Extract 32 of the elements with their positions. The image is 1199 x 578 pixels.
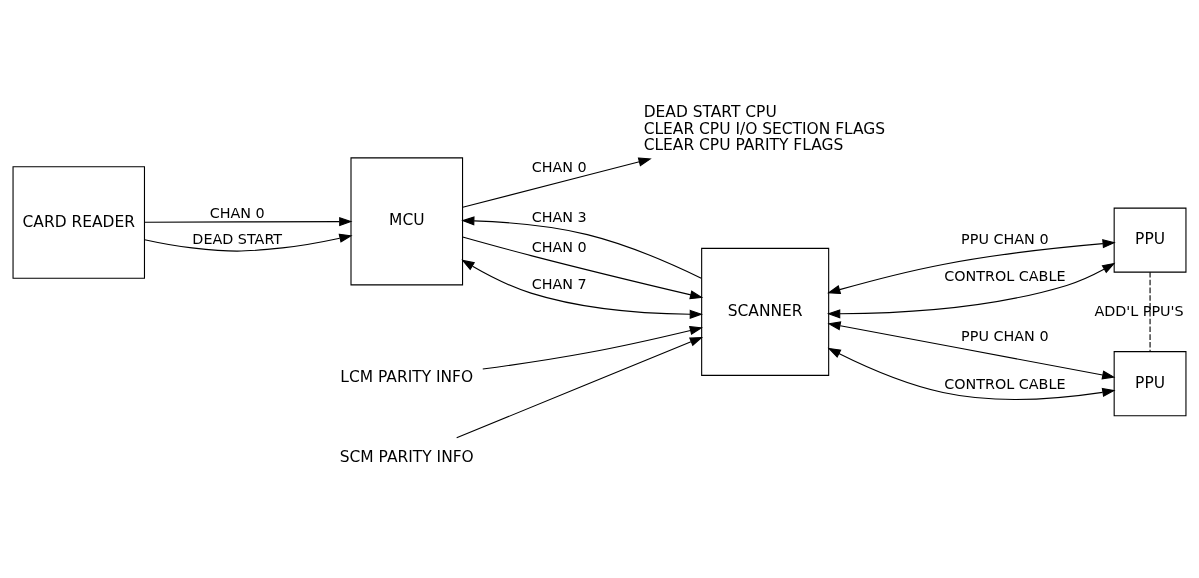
arrow bbox=[461, 259, 703, 319]
arrow bbox=[827, 239, 1116, 295]
arrow bbox=[827, 262, 1116, 319]
edge-label: CONTROL CABLE bbox=[944, 268, 1066, 285]
node-text: LCM PARITY INFO bbox=[340, 368, 474, 387]
node-box: SCANNER bbox=[701, 247, 830, 376]
node-box: PPU bbox=[1113, 351, 1187, 417]
edge-label: CONTROL CABLE bbox=[944, 375, 1066, 392]
arrow bbox=[482, 326, 703, 370]
edge-label: CHAN 0 bbox=[531, 238, 587, 255]
edge-label: CHAN 7 bbox=[531, 276, 587, 293]
node-box: CARD READER bbox=[12, 166, 145, 279]
edge-label: DEAD START bbox=[192, 230, 283, 247]
edge-label: CHAN 3 bbox=[531, 208, 587, 225]
node-text: DEAD START CPU CLEAR CPU I/O SECTION FLAGS CLEAR CPU PARITY FLAGS bbox=[643, 103, 886, 155]
edge-label: ADD'L PPU'S bbox=[1094, 302, 1184, 319]
arrow bbox=[456, 336, 704, 439]
edge-label: CHAN 0 bbox=[531, 159, 587, 176]
arrow bbox=[144, 216, 353, 227]
node-text: SCM PARITY INFO bbox=[339, 447, 474, 466]
arrow bbox=[461, 216, 702, 279]
node-box: PPU bbox=[1113, 207, 1187, 273]
edge-label: PPU CHAN 0 bbox=[961, 230, 1049, 247]
node-box: MCU bbox=[350, 157, 464, 286]
edge-label: CHAN 0 bbox=[209, 205, 265, 222]
arrow bbox=[462, 236, 704, 300]
arrow bbox=[827, 347, 1116, 400]
arrow bbox=[827, 321, 1116, 380]
arrow bbox=[144, 233, 353, 252]
connector bbox=[1149, 271, 1151, 353]
edge-label: PPU CHAN 0 bbox=[961, 328, 1049, 345]
arrow bbox=[462, 157, 652, 208]
